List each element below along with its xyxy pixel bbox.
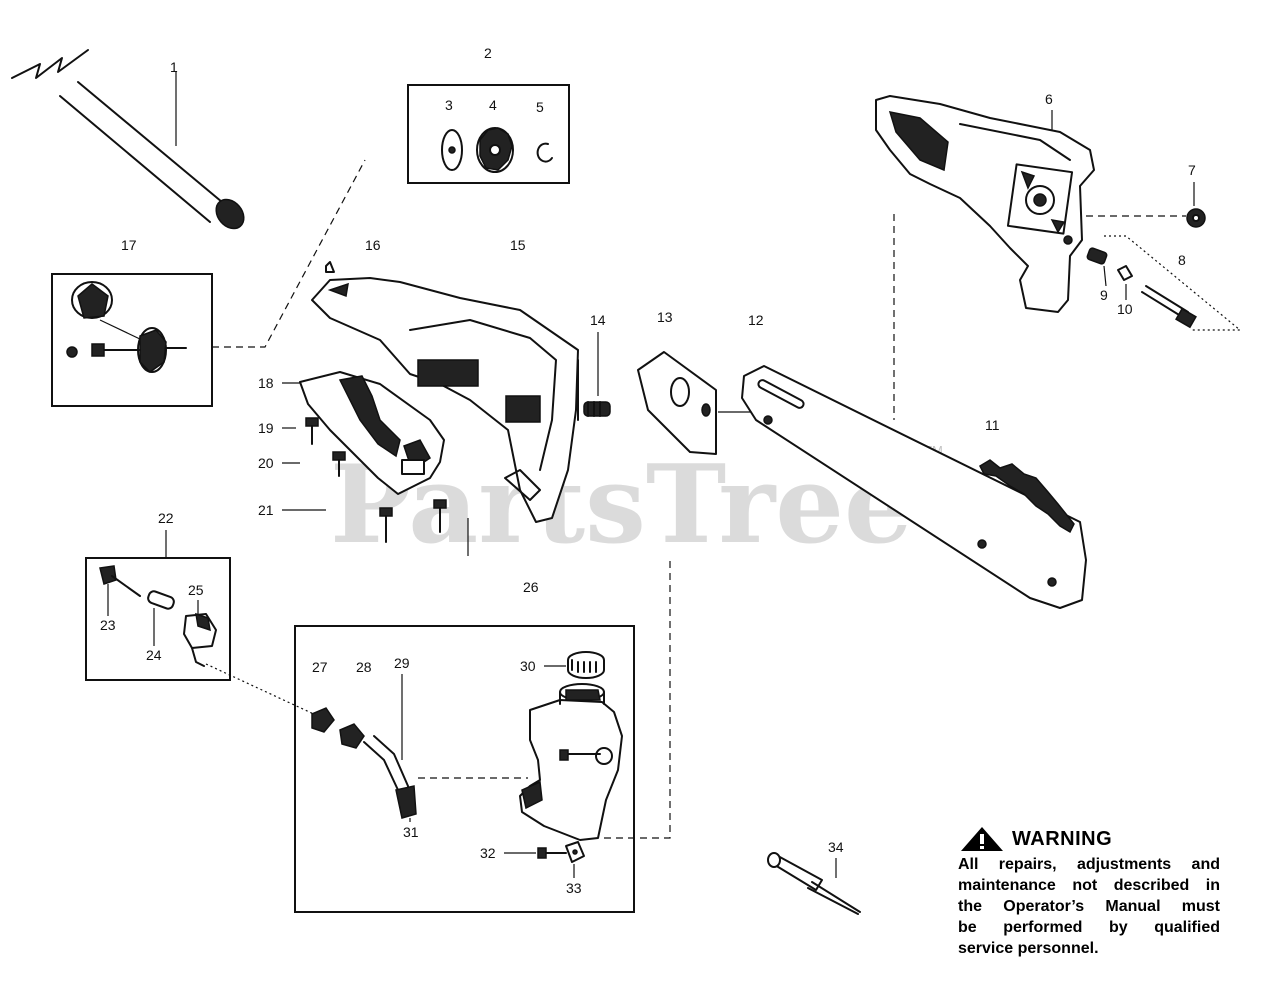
warning-line: service personnel. bbox=[958, 940, 1099, 957]
part-15-16-housing bbox=[311, 261, 579, 523]
part-24-pump-body bbox=[147, 590, 175, 610]
callout-8: 8 bbox=[1178, 252, 1186, 268]
warning-text: All repairs, adjustments and maintenance… bbox=[958, 854, 1220, 959]
callout-24: 24 bbox=[146, 647, 162, 663]
part-7-nut bbox=[1186, 208, 1206, 228]
kit-26-box bbox=[294, 625, 635, 913]
part-10-pin bbox=[1117, 265, 1133, 281]
callout-26: 26 bbox=[523, 579, 539, 595]
part-25-pump-housing bbox=[183, 612, 217, 667]
warning-header: WARNING bbox=[958, 826, 1220, 852]
callout-27: 27 bbox=[312, 659, 328, 675]
callout-31: 31 bbox=[403, 824, 419, 840]
callout-15: 15 bbox=[510, 237, 526, 253]
warning-notice: WARNING All repairs, adjustments and mai… bbox=[958, 826, 1220, 959]
part-23-pump-plunger bbox=[99, 565, 141, 597]
callout-34: 34 bbox=[828, 839, 844, 855]
warning-line: the Operator’s Manual must bbox=[958, 898, 1220, 915]
part-4-sprocket bbox=[476, 127, 514, 173]
callout-20: 20 bbox=[258, 455, 274, 471]
callout-30: 30 bbox=[520, 658, 536, 674]
part-14-bar-stud bbox=[583, 401, 611, 417]
kit-17-box bbox=[51, 273, 213, 407]
callout-28: 28 bbox=[356, 659, 372, 675]
callout-4: 4 bbox=[489, 97, 497, 113]
callout-12: 12 bbox=[748, 312, 764, 328]
part-26-oil-tank bbox=[519, 683, 623, 841]
part-5-retaining-ring bbox=[536, 142, 553, 163]
part-18-tensioner-cover bbox=[299, 371, 445, 495]
part-27-grommet bbox=[311, 707, 335, 733]
kit-22-box bbox=[85, 557, 231, 681]
callout-5: 5 bbox=[536, 99, 544, 115]
part-34-scrench bbox=[767, 852, 861, 915]
warning-line: be performed by qualified bbox=[958, 919, 1220, 936]
callout-1: 1 bbox=[170, 59, 178, 75]
part-11-saw-chain bbox=[979, 459, 1075, 534]
callout-13: 13 bbox=[657, 309, 673, 325]
warning-title: WARNING bbox=[1012, 827, 1113, 850]
warning-line: maintenance not described in bbox=[958, 877, 1220, 894]
part-8-tension-screw bbox=[1141, 285, 1197, 329]
part-9-adjuster-nut bbox=[1086, 247, 1108, 265]
part-33-washer bbox=[565, 841, 585, 863]
callout-32: 32 bbox=[480, 845, 496, 861]
part-12-guide-bar bbox=[741, 365, 1087, 609]
part-30-tank-cap bbox=[567, 651, 605, 679]
callout-7: 7 bbox=[1188, 162, 1196, 178]
callout-17: 17 bbox=[121, 237, 137, 253]
part-3-washer bbox=[441, 129, 463, 171]
part-29-oil-hose bbox=[363, 735, 417, 819]
callout-6: 6 bbox=[1045, 91, 1053, 107]
callout-25: 25 bbox=[188, 582, 204, 598]
warning-line: All repairs, adjustments and bbox=[958, 856, 1220, 873]
part-19-screw bbox=[305, 417, 319, 445]
part-6-sprocket-cover bbox=[875, 95, 1095, 313]
callout-9: 9 bbox=[1100, 287, 1108, 303]
part-32-screw bbox=[537, 847, 567, 859]
part-17-coupling bbox=[66, 281, 187, 373]
callout-16: 16 bbox=[365, 237, 381, 253]
part-28-fitting bbox=[339, 723, 365, 749]
callout-22: 22 bbox=[158, 510, 174, 526]
callout-10: 10 bbox=[1117, 301, 1133, 317]
callout-21: 21 bbox=[258, 502, 274, 518]
callout-29: 29 bbox=[394, 655, 410, 671]
callout-3: 3 bbox=[445, 97, 453, 113]
warning-triangle-icon bbox=[961, 827, 1003, 851]
callout-14: 14 bbox=[590, 312, 606, 328]
callout-19: 19 bbox=[258, 420, 274, 436]
callout-18: 18 bbox=[258, 375, 274, 391]
part-13-bar-plate bbox=[637, 351, 717, 455]
part-20-screw bbox=[332, 451, 346, 477]
callout-23: 23 bbox=[100, 617, 116, 633]
callout-2: 2 bbox=[484, 45, 492, 61]
part-21-screws bbox=[379, 499, 447, 543]
callout-11: 11 bbox=[985, 417, 1000, 433]
part-1-extension-shaft bbox=[11, 49, 245, 230]
kit-2-box bbox=[407, 84, 570, 184]
callout-33: 33 bbox=[566, 880, 582, 896]
